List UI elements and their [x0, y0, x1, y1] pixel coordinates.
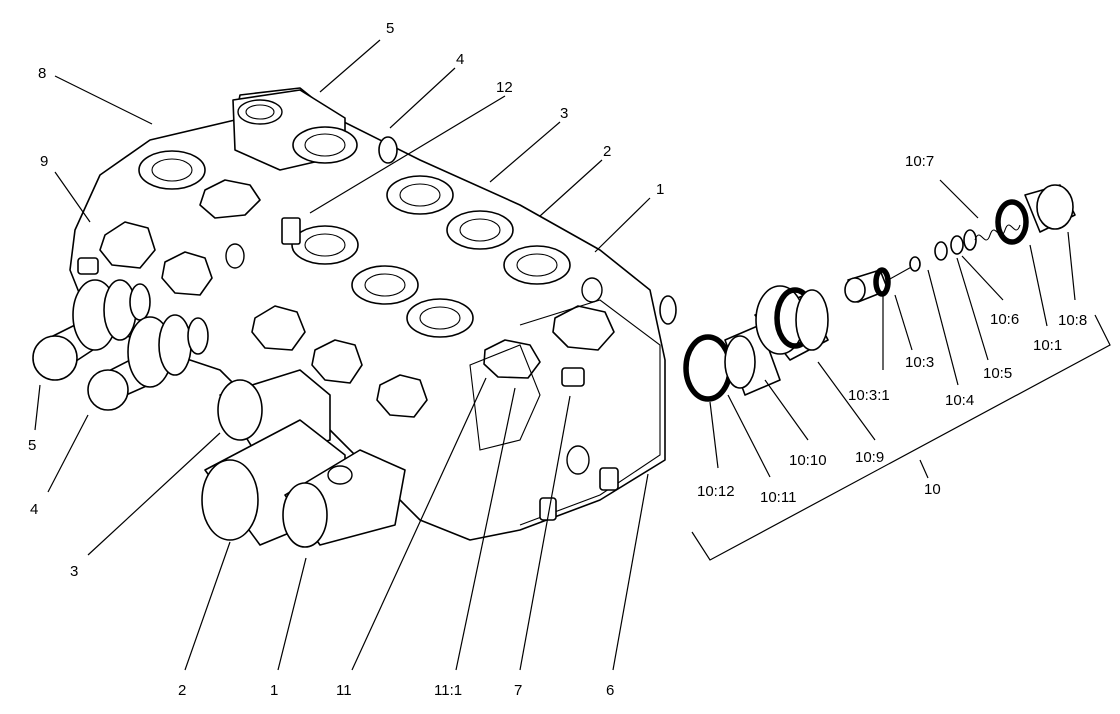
- callout-3: 3: [560, 105, 568, 122]
- oring-10-1: [995, 199, 1029, 245]
- callout-1-lower: 1: [270, 682, 278, 699]
- relief-valve-exploded: [683, 184, 1076, 402]
- callout-6: 6: [606, 682, 614, 699]
- callout-10-8: 10:8: [1058, 312, 1087, 329]
- callout-11: 11: [336, 682, 352, 699]
- callout-12: 12: [496, 79, 513, 96]
- callout-11-1: 11:1: [434, 682, 462, 699]
- callout-4: 4: [456, 51, 464, 68]
- callout-10-12: 10:12: [697, 483, 735, 500]
- callout-labels: 5 4 12 3 2 1 8 9 5 4 3 2 1 11 11:1 7 6 1…: [28, 20, 1087, 699]
- callout-2: 2: [603, 143, 611, 160]
- callout-8: 8: [38, 65, 46, 82]
- oring-10-12: [683, 334, 733, 402]
- spool-handles: [32, 279, 209, 411]
- valve-block-assembly: [69, 87, 677, 541]
- callout-9: 9: [40, 153, 48, 170]
- callout-10-7: 10:7: [905, 153, 934, 170]
- solenoid-caps: [201, 369, 406, 548]
- callout-10-3: 10:3: [905, 354, 934, 371]
- callout-1: 1: [656, 181, 664, 198]
- leader-lines: [34, 39, 1111, 671]
- callout-10-3-1: 10:3:1: [848, 387, 890, 404]
- callout-3-lower: 3: [70, 563, 78, 580]
- callout-10-10: 10:10: [789, 452, 827, 469]
- callout-7: 7: [514, 682, 522, 699]
- callout-10-4: 10:4: [945, 392, 974, 409]
- callout-2-lower: 2: [178, 682, 186, 699]
- callout-5-lower: 5: [28, 437, 36, 454]
- callout-10-11: 10:11: [760, 489, 796, 506]
- callout-10-9: 10:9: [855, 449, 884, 466]
- callout-4-lower: 4: [30, 501, 38, 518]
- callout-10-1: 10:1: [1033, 337, 1062, 354]
- callout-10-6: 10:6: [990, 311, 1019, 328]
- ring-10-3-1: [873, 267, 891, 297]
- callout-10-5: 10:5: [983, 365, 1012, 382]
- callout-5: 5: [386, 20, 394, 37]
- callout-10: 10: [924, 481, 941, 498]
